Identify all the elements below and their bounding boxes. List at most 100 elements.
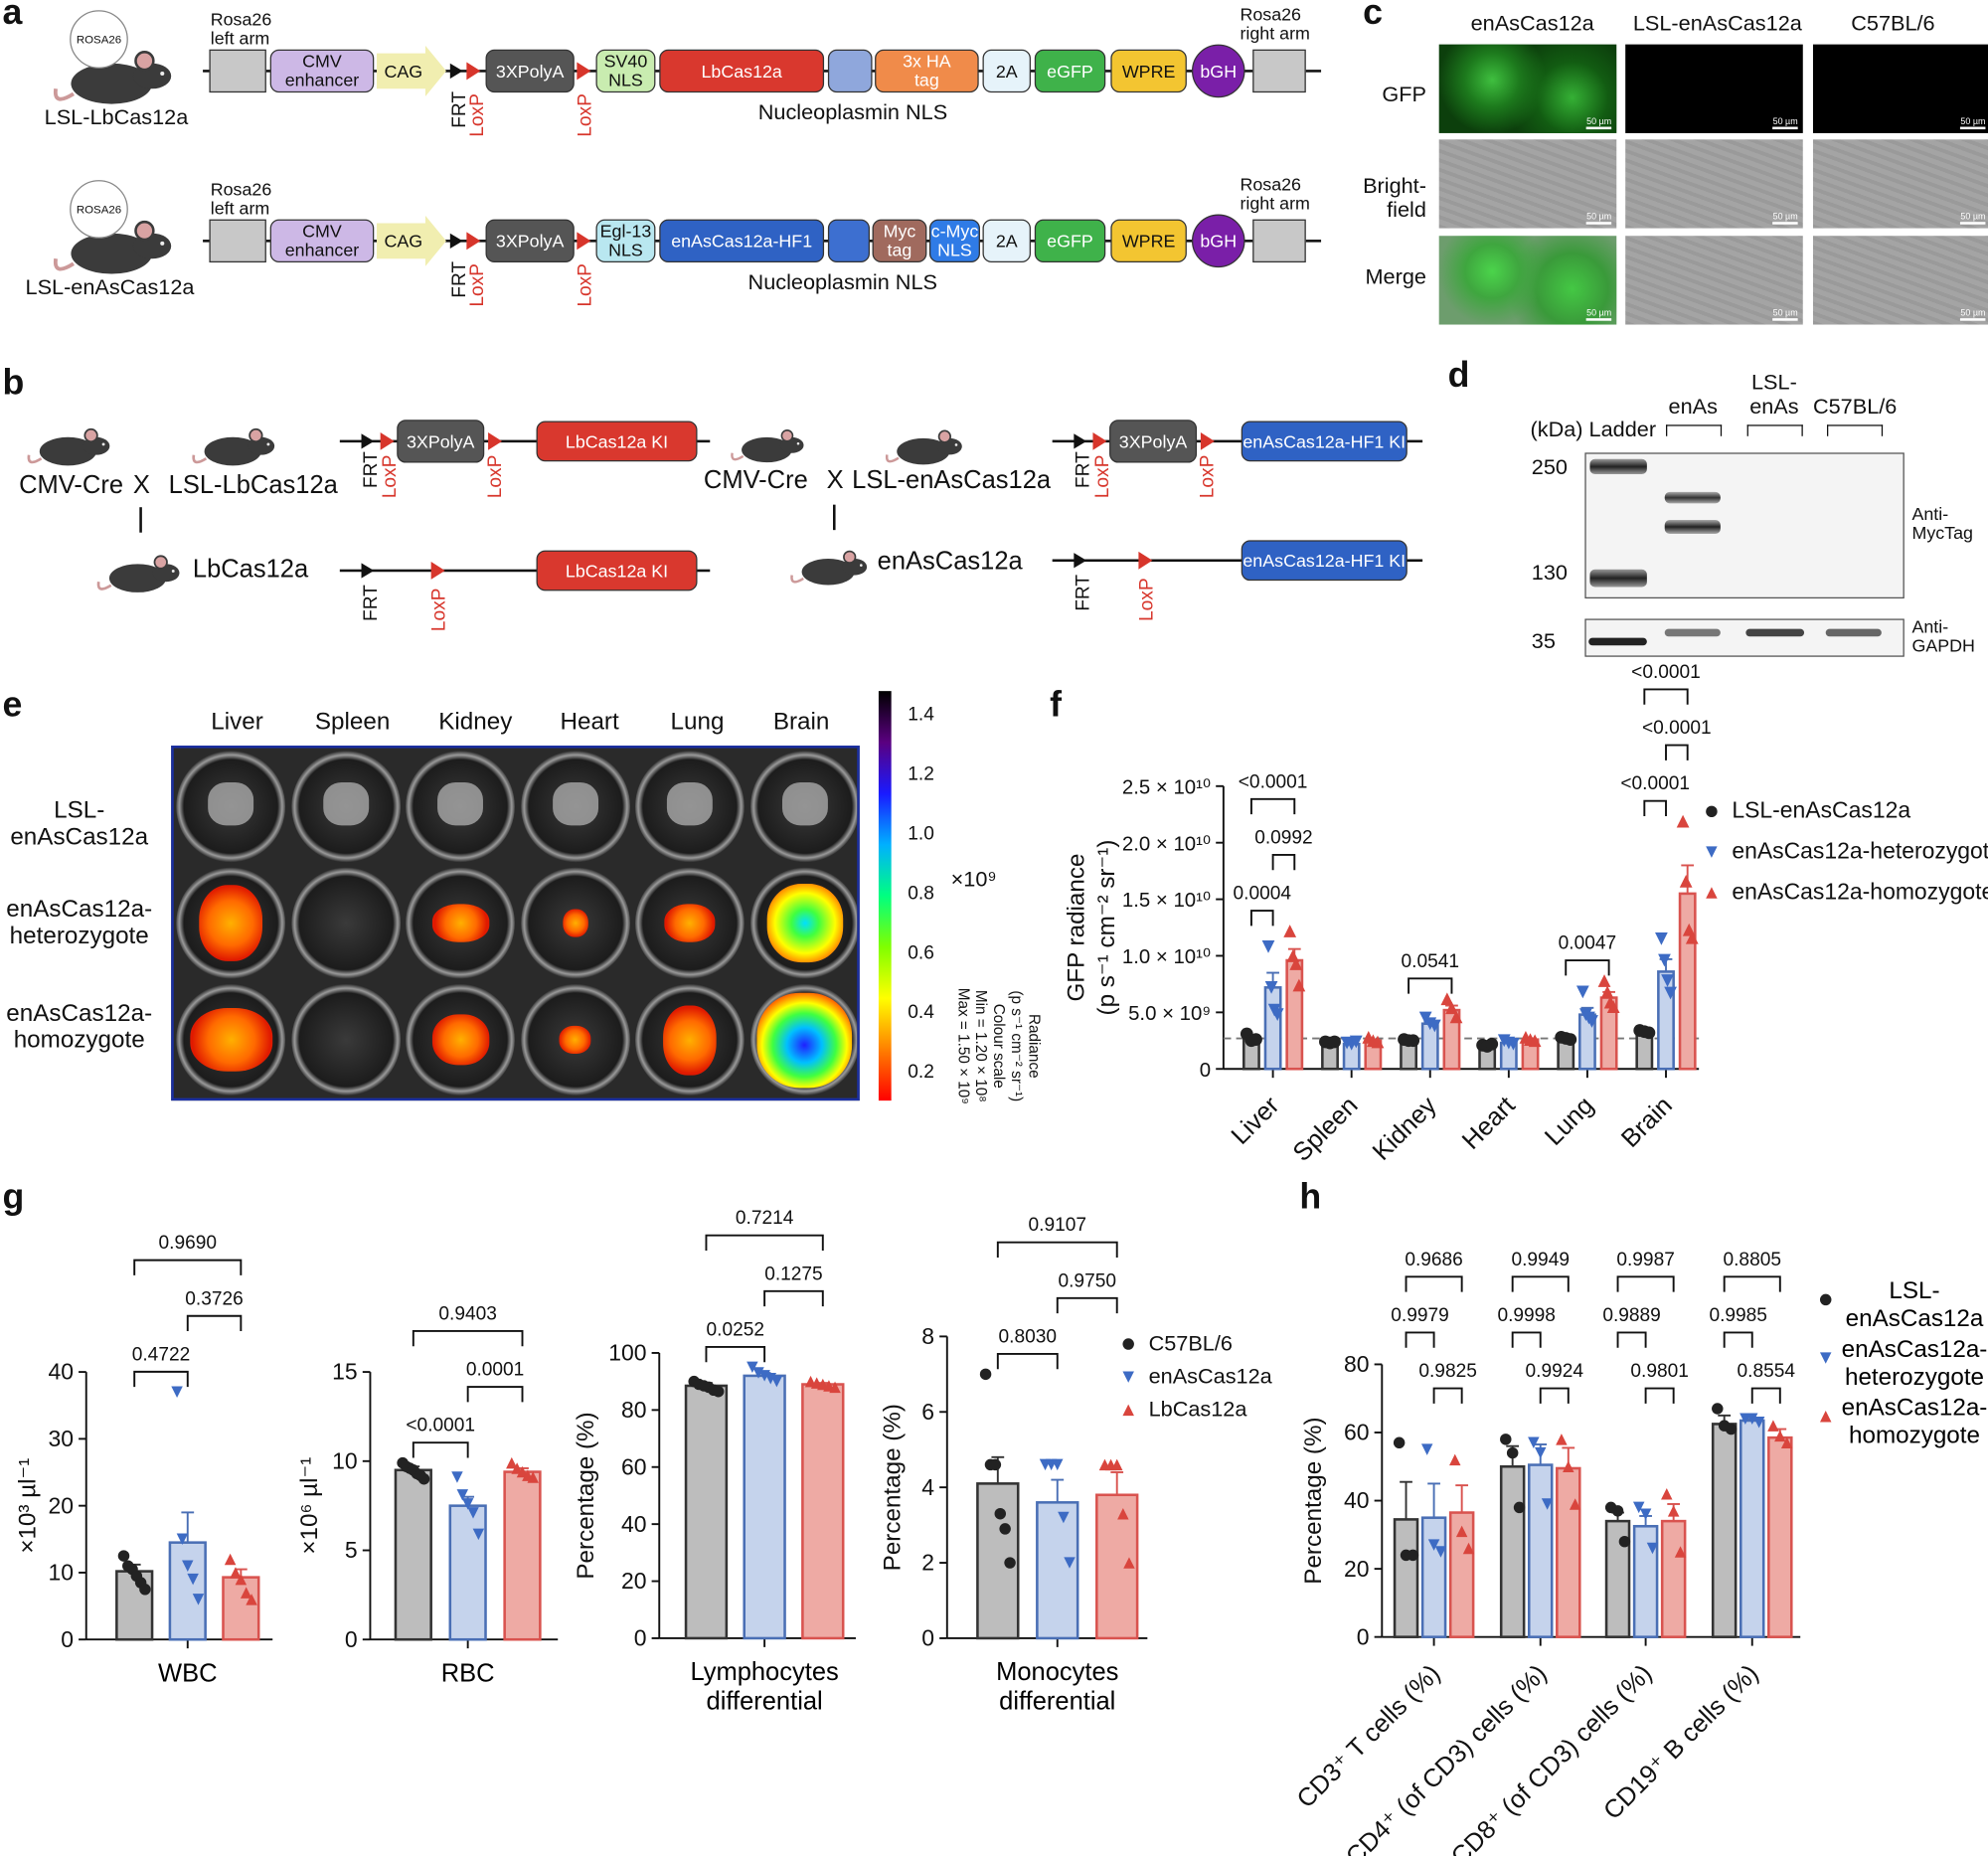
organ-tissue	[666, 781, 713, 826]
element-wpre: WPRE	[1110, 49, 1187, 93]
legend-label: enAsCas12a	[1149, 1364, 1273, 1389]
construct-line	[1052, 559, 1423, 563]
frt-icon	[361, 433, 375, 449]
data-point	[1122, 1338, 1134, 1350]
p-value-label: 0.9889	[1602, 1305, 1661, 1326]
lane-label: C57BL/6	[1812, 394, 1898, 419]
scale-bar: 50 µm	[1586, 309, 1612, 321]
colorbar	[878, 691, 892, 1101]
rosa26-badge: ROSA26	[70, 180, 128, 239]
panel-letter-c: c	[1363, 0, 1384, 32]
data-point	[246, 1594, 257, 1605]
element-2a: 2A	[982, 49, 1031, 93]
y-tick-label: 100	[608, 1340, 646, 1366]
signal-blob	[766, 884, 843, 963]
knock-in-box: enAsCas12a-HF1 KI	[1241, 540, 1408, 582]
data-point	[1611, 1505, 1624, 1517]
p-value-label: 0.9985	[1709, 1305, 1767, 1326]
column-header: enAsCas12a	[1470, 11, 1594, 36]
knock-in-box: LbCas12a KI	[536, 421, 698, 462]
bar	[1767, 1435, 1793, 1638]
x-category-label: Lung	[1540, 1092, 1599, 1151]
panel-letter-b: b	[2, 362, 25, 403]
data-point	[1658, 953, 1671, 967]
organ-well	[290, 751, 401, 863]
data-point	[1606, 1000, 1620, 1014]
data-point	[1661, 1487, 1673, 1500]
legend-label: heterozygote	[1845, 1364, 1984, 1391]
element-myc-tag: Myc tag	[872, 219, 927, 263]
y-tick-label: 0	[345, 1626, 358, 1652]
data-point	[1292, 978, 1306, 992]
x-category-label: CD8⁺ (of CD3) cells (%)	[1446, 1659, 1658, 1856]
column-header: LSL-enAsCas12a	[1632, 11, 1802, 36]
cross-symbol: X	[826, 466, 844, 495]
loxp-icon	[488, 431, 503, 450]
data-point	[1774, 1430, 1786, 1442]
data-point	[1058, 1511, 1070, 1524]
data-point	[1563, 1460, 1574, 1473]
data-point	[1393, 1436, 1406, 1449]
data-point	[770, 1375, 783, 1388]
loxp-icon	[466, 62, 481, 81]
data-point	[1534, 1446, 1547, 1459]
significance-bracket	[133, 1259, 243, 1275]
mouse-icon	[729, 419, 807, 465]
micrograph-tile: 50 µm	[1625, 139, 1803, 229]
legend-label: enAsCas12a	[1846, 1305, 1984, 1332]
data-point	[1569, 1498, 1581, 1510]
knock-in-box: enAsCas12a-HF1 KI	[1241, 421, 1408, 462]
loxp-icon	[1092, 431, 1107, 450]
x-axis-label: RBC	[441, 1659, 495, 1687]
data-point	[1122, 1371, 1134, 1383]
column-header: C57BL/6	[1851, 11, 1935, 36]
bar	[1420, 1516, 1447, 1638]
legend-label: enAsCas12a-homozygote	[1732, 878, 1988, 904]
organ-tissue	[322, 781, 369, 826]
organ-well	[635, 867, 745, 979]
bar	[1263, 986, 1282, 1071]
nucleoplasmin-nls-block	[827, 219, 870, 263]
frt-icon	[1074, 553, 1087, 569]
bar	[168, 1541, 207, 1641]
y-tick-label: 80	[621, 1397, 647, 1423]
significance-bracket	[1723, 1275, 1781, 1292]
data-point	[1564, 1033, 1577, 1047]
organ-tissue	[437, 781, 483, 826]
data-point	[1679, 875, 1693, 888]
element-bgh: bGH	[1191, 214, 1245, 268]
mw-marker: 35	[1531, 628, 1556, 653]
data-point	[1706, 805, 1718, 818]
p-value-label: <0.0001	[1642, 718, 1712, 739]
left-arm-label: Rosa26 left arm	[210, 8, 272, 49]
p-value-label: 0.4722	[132, 1344, 191, 1365]
y-axis-label: Percentage (%)	[880, 1404, 907, 1571]
data-point	[1528, 1034, 1542, 1048]
data-point	[1420, 1443, 1433, 1455]
y-tick-label: 0	[1357, 1623, 1370, 1649]
down-arrow	[139, 507, 142, 533]
lane-bracket	[1746, 424, 1803, 436]
y-tick-label: 2.5 × 10¹⁰	[1122, 776, 1211, 798]
ladder-band-250	[1589, 458, 1647, 475]
micrograph-tile: 50 µm	[1625, 236, 1803, 325]
significance-bracket	[1616, 1275, 1675, 1292]
offspring-label: enAsCas12a	[877, 548, 1023, 577]
construct-line	[339, 439, 711, 443]
nls-caption: Nucleoplasmin NLS	[757, 99, 948, 124]
y-tick-label: 2.0 × 10¹⁰	[1122, 833, 1211, 855]
data-point	[1117, 1507, 1129, 1520]
y-tick-label: 20	[48, 1492, 74, 1518]
data-point	[139, 1584, 151, 1596]
signal-blob	[664, 904, 716, 942]
y-axis-label: Percentage (%)	[1300, 1417, 1327, 1584]
p-value-label: 0.9686	[1405, 1250, 1463, 1270]
mouse-icon	[884, 419, 966, 468]
y-tick-label: 30	[48, 1426, 74, 1451]
significance-bracket	[1644, 1387, 1675, 1404]
data-point	[1712, 1403, 1724, 1415]
legend-label: homozygote	[1849, 1423, 1980, 1449]
y-axis-label: Percentage (%)	[573, 1412, 599, 1579]
x-category-label: Brain	[1616, 1092, 1678, 1153]
colorbar-tick: 0.8	[908, 882, 934, 905]
